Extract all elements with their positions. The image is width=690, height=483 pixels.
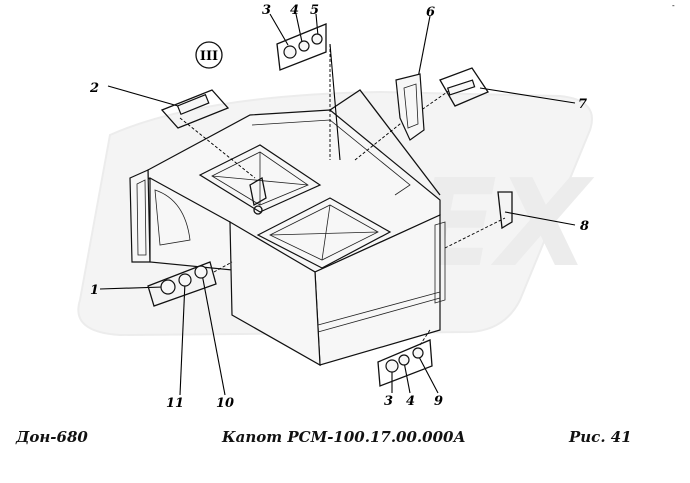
part-8-pin: [497, 191, 513, 230]
callout-4-top: 4: [290, 3, 299, 18]
callout-6: 6: [426, 5, 435, 20]
callout-3-top: 3: [262, 3, 271, 18]
corner-mark: -: [672, 1, 675, 10]
footer-figure-number: Рис. 41: [569, 428, 632, 446]
part-3-4-5-fasteners: [276, 23, 327, 71]
callout-8: 8: [580, 219, 589, 234]
view-marker-label: III: [200, 49, 218, 64]
callout-4-bottom: 4: [406, 394, 415, 409]
part-6-bracket: [395, 73, 425, 141]
part-1-11-10-fasteners: [147, 261, 217, 307]
callout-5: 5: [310, 3, 319, 18]
callout-1: 1: [90, 283, 99, 298]
callout-2: 2: [89, 81, 99, 96]
callout-7: 7: [578, 97, 587, 112]
view-marker: III: [195, 41, 223, 69]
callout-3-bottom: 3: [384, 394, 393, 409]
footer-part-title: Капот РСМ-100.17.00.000А: [222, 428, 466, 446]
callout-labels: 2 3 4 5 6 7 8 1 11 10 3 4 9: [89, 3, 589, 411]
footer-model: Дон-680: [16, 428, 88, 446]
part-2-bolt: [160, 89, 230, 129]
part-3-4-9-fasteners: [377, 339, 433, 387]
callout-10: 10: [216, 396, 234, 411]
part-7-bolt: [439, 67, 489, 107]
callout-9: 9: [434, 394, 443, 409]
callout-11: 11: [166, 396, 184, 411]
leader-lines: [99, 13, 576, 396]
